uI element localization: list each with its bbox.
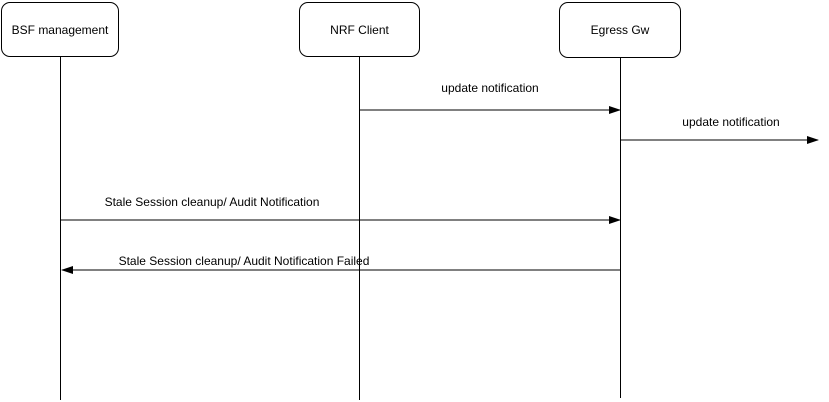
actor-box-nrf-client: NRF Client: [299, 2, 420, 57]
actor-label-nrf-client: NRF Client: [330, 22, 389, 37]
message-label-update-notification-1: update notification: [441, 81, 539, 95]
actor-box-bsf-management: BSF management: [1, 2, 119, 57]
lifeline-egress-gw: [620, 58, 621, 398]
message-label-stale-session-cleanup: Stale Session cleanup/ Audit Notificatio…: [104, 195, 320, 209]
actor-label-bsf-management: BSF management: [11, 22, 109, 37]
lifeline-bsf-management: [60, 57, 61, 400]
actor-label-egress-gw: Egress Gw: [590, 23, 650, 37]
message-label-update-notification-2: update notification: [682, 115, 780, 129]
message-label-stale-session-cleanup-failed: Stale Session cleanup/ Audit Notificatio…: [118, 254, 370, 268]
lifeline-nrf-client: [359, 57, 360, 400]
actor-box-egress-gw: Egress Gw: [559, 2, 681, 58]
